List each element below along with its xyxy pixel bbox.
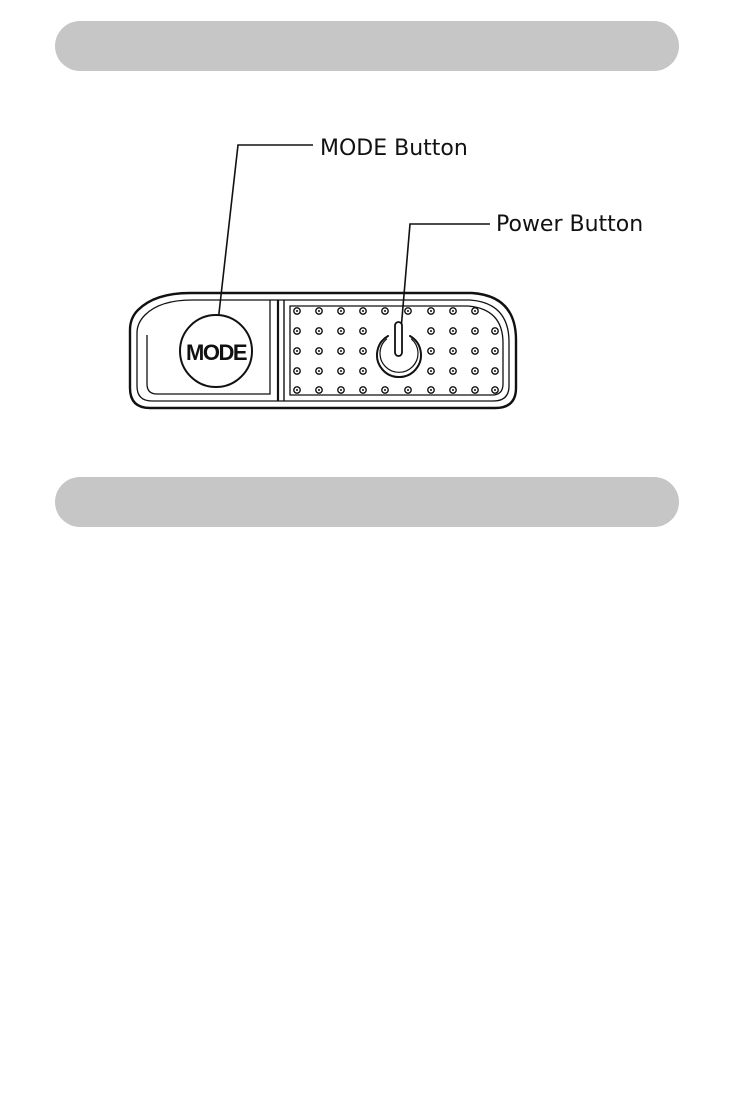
grill-dot-center [318,310,320,312]
grill-dot-center [430,370,432,372]
grill-dot-center [452,350,454,352]
mode-callout-leader [218,145,313,322]
section-header-bar [55,477,679,527]
grill-dot-center [474,330,476,332]
grill-dot-center [340,310,342,312]
grill-dot-center [430,310,432,312]
grill-dot-center [362,370,364,372]
grill-dot-center [340,370,342,372]
grill-dot-center [296,310,298,312]
grill-dot-center [296,389,298,391]
mode-button[interactable]: MODE [180,315,252,387]
grill-dot-center [384,389,386,391]
grill-dot-center [474,389,476,391]
grill-dot-center [474,310,476,312]
grill-dot-center [494,330,496,332]
grill-dot-center [296,350,298,352]
grill-dot-center [430,330,432,332]
grill-dot-center [494,389,496,391]
mode-button-callout: MODE Button [320,136,468,161]
power-icon [377,322,421,377]
grill-dot-center [318,389,320,391]
grill-dot-center [318,330,320,332]
grill-dot-center [362,330,364,332]
grill-dot-center [474,350,476,352]
grill-dot-center [296,370,298,372]
grill-dot-center [494,350,496,352]
power-button[interactable] [377,322,421,377]
grill-dot-center [362,389,364,391]
grill-dot-center [494,370,496,372]
grill-dot-center [318,350,320,352]
grill-dot-center [340,330,342,332]
grill-dot-center [452,370,454,372]
grill-dot-center [407,389,409,391]
device-diagram: MODE Button Power Button MODE [0,0,738,470]
grill-dot-center [407,310,409,312]
power-button-callout: Power Button [496,212,643,237]
grill-dot-center [362,350,364,352]
grill-dot-center [340,350,342,352]
mode-button-label: MODE [186,340,247,365]
grill-dot-center [384,310,386,312]
grill-dot-center [362,310,364,312]
grill-dot-center [430,350,432,352]
grill-dot-center [452,330,454,332]
grill-dot-center [340,389,342,391]
grill-dot-center [430,389,432,391]
grill-dot-center [452,389,454,391]
grill-dot-center [296,330,298,332]
grill-dot-center [452,310,454,312]
grill-dot-center [318,370,320,372]
grill-dot-center [474,370,476,372]
